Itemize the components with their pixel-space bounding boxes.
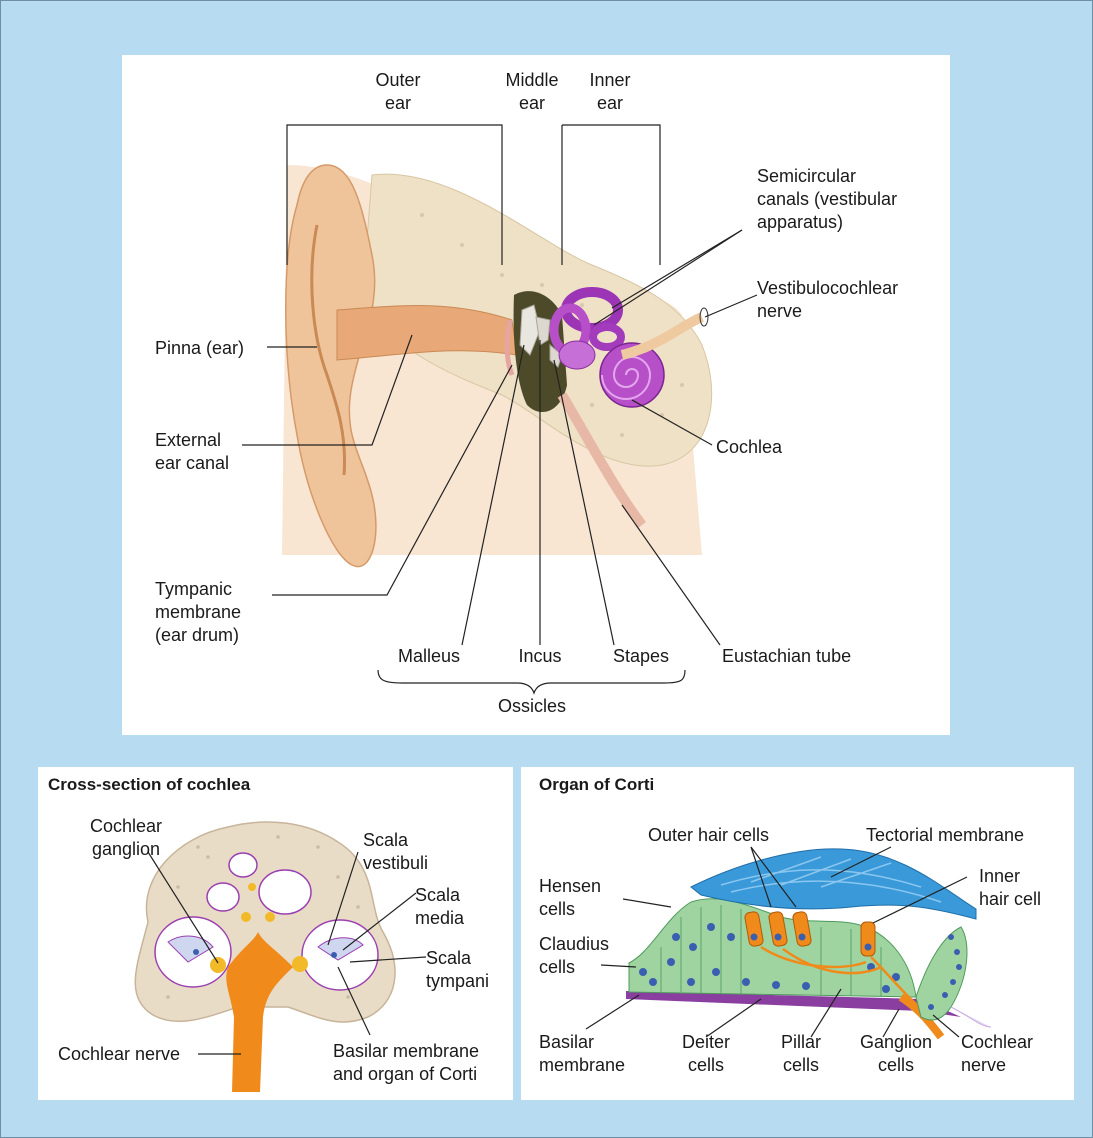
label-inner-ear: Inner ear [570, 69, 650, 115]
label-pinna: Pinna (ear) [155, 337, 244, 360]
label-basilar-membrane: Basilar membrane [539, 1031, 625, 1077]
label-middle-ear: Middle ear [492, 69, 572, 115]
label-tympanic-membrane: Tympanic membrane (ear drum) [155, 578, 241, 647]
label-basilar-membrane-organ-of-corti: Basilar membrane and organ of Corti [333, 1040, 479, 1086]
label-scala-tympani: Scala tympani [426, 947, 489, 993]
label-eustachian-tube: Eustachian tube [722, 645, 851, 668]
label-outer-ear: Outer ear [358, 69, 438, 115]
organ-of-corti-panel: Organ of Corti [521, 767, 1074, 1100]
label-deiter-cells: Deiter cells [666, 1031, 746, 1077]
ear-anatomy-illustration [122, 55, 950, 735]
label-cochlear-nerve-corti: Cochlear nerve [961, 1031, 1033, 1077]
cochlea-cross-section-panel: Cross-section of cochlea [38, 767, 513, 1100]
label-malleus: Malleus [384, 645, 474, 668]
label-vestibulocochlear-nerve: Vestibulocochlear nerve [757, 277, 898, 323]
label-outer-hair-cells: Outer hair cells [648, 824, 769, 847]
label-cochlear-ganglion: Cochlear ganglion [76, 815, 176, 861]
ear-anatomy-panel: Outer ear Middle ear Inner ear Semicircu… [122, 55, 950, 735]
label-stapes: Stapes [596, 645, 686, 668]
label-hensen-cells: Hensen cells [539, 875, 601, 921]
label-tectorial-membrane: Tectorial membrane [866, 824, 1024, 847]
label-ossicles: Ossicles [477, 695, 587, 718]
label-scala-vestibuli: Scala vestibuli [363, 829, 428, 875]
label-cochlea: Cochlea [716, 436, 782, 459]
label-cochlear-nerve: Cochlear nerve [58, 1043, 180, 1066]
label-scala-media: Scala media [415, 884, 464, 930]
label-inner-hair-cell: Inner hair cell [979, 865, 1041, 911]
label-pillar-cells: Pillar cells [761, 1031, 841, 1077]
label-incus: Incus [495, 645, 585, 668]
label-semicircular-canals: Semicircular canals (vestibular apparatu… [757, 165, 897, 234]
label-claudius-cells: Claudius cells [539, 933, 609, 979]
label-ganglion-cells: Ganglion cells [851, 1031, 941, 1077]
label-external-ear-canal: External ear canal [155, 429, 229, 475]
